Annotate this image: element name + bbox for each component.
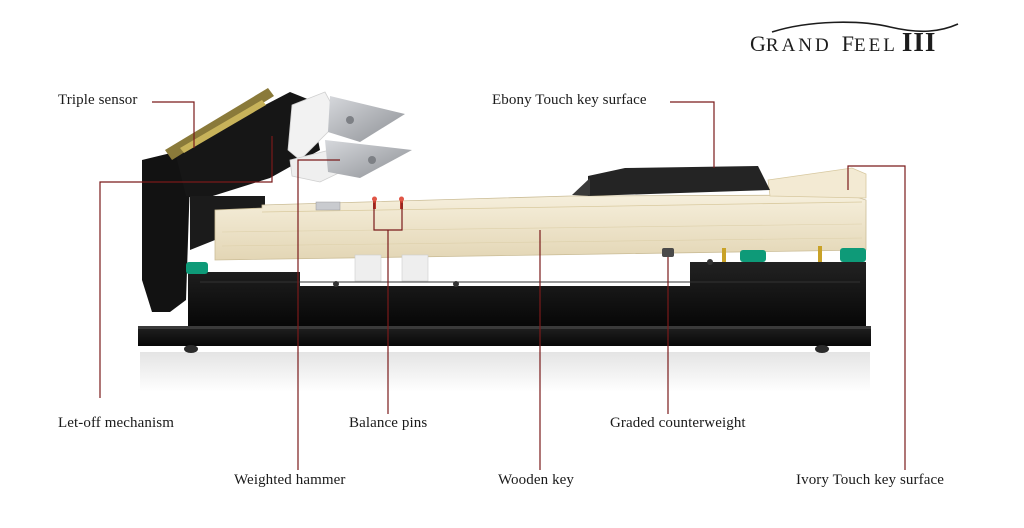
- weight-screw-2: [368, 156, 376, 164]
- logo-word-rand: RAND: [765, 35, 832, 56]
- logo-swoosh-icon: [771, 21, 959, 33]
- leader-ivory-touch: [847, 165, 906, 470]
- label-let-off: Let-off mechanism: [58, 415, 174, 431]
- label-wooden-key: Wooden key: [498, 472, 575, 488]
- chassis-screw-1: [333, 281, 339, 287]
- logo-version: III: [901, 27, 937, 57]
- label-graded-counterweight: Graded counterweight: [610, 415, 746, 431]
- leader-let-off: [99, 136, 273, 398]
- leader-ebony-touch: [670, 101, 715, 168]
- base-plate: [138, 326, 871, 346]
- wood-grain-3: [221, 237, 863, 247]
- guide-pin-2: [818, 246, 822, 262]
- logo-word-eel: EEL: [853, 35, 898, 56]
- felt-green-rear: [186, 262, 208, 274]
- label-ivory-touch: Ivory Touch key surface: [796, 472, 945, 488]
- ivory-key-top: [767, 167, 867, 199]
- label-ebony-touch: Ebony Touch key surface: [492, 92, 647, 108]
- wood-grain-1: [261, 201, 863, 213]
- guide-pin-1: [722, 248, 726, 262]
- leader-triple-sensor: [152, 101, 195, 148]
- felt-green-front: [840, 248, 866, 262]
- balance-pin-2-cap: [399, 196, 404, 202]
- base-plate-highlight: [138, 326, 871, 329]
- chassis-screw-3: [707, 259, 713, 265]
- chassis-screw-2: [453, 281, 459, 287]
- counterweight: [662, 248, 674, 257]
- sensor-board-strip: [180, 100, 266, 153]
- key-metal-tab: [315, 201, 341, 211]
- chassis-body: [188, 262, 866, 326]
- label-triple-sensor: Triple sensor: [58, 92, 138, 108]
- floor-reflection: [140, 352, 870, 392]
- support-pillar-right: [401, 254, 429, 282]
- label-balance-pins: Balance pins: [349, 415, 428, 431]
- rear-frame: [142, 152, 190, 312]
- felt-green-mid: [740, 250, 766, 262]
- label-weighted-hammer: Weighted hammer: [234, 472, 346, 488]
- hammer-weight-upper: [328, 96, 405, 142]
- support-pillar-left: [354, 254, 382, 282]
- leader-lines: [99, 101, 906, 470]
- leader-weighted-hammer: [297, 159, 340, 470]
- hammer-body: [287, 91, 341, 161]
- hammer-frame: [175, 92, 320, 200]
- weight-screw-1: [346, 116, 354, 124]
- ebony-key-top: [588, 166, 770, 196]
- logo-letter-f: F: [841, 31, 854, 56]
- foot-left: [184, 345, 198, 353]
- wood-grain-2: [221, 223, 863, 233]
- ebony-key-front: [572, 178, 590, 196]
- foot-right: [815, 345, 829, 353]
- balance-pin-1-cap: [372, 196, 377, 202]
- logo-letter-g: G: [750, 31, 766, 56]
